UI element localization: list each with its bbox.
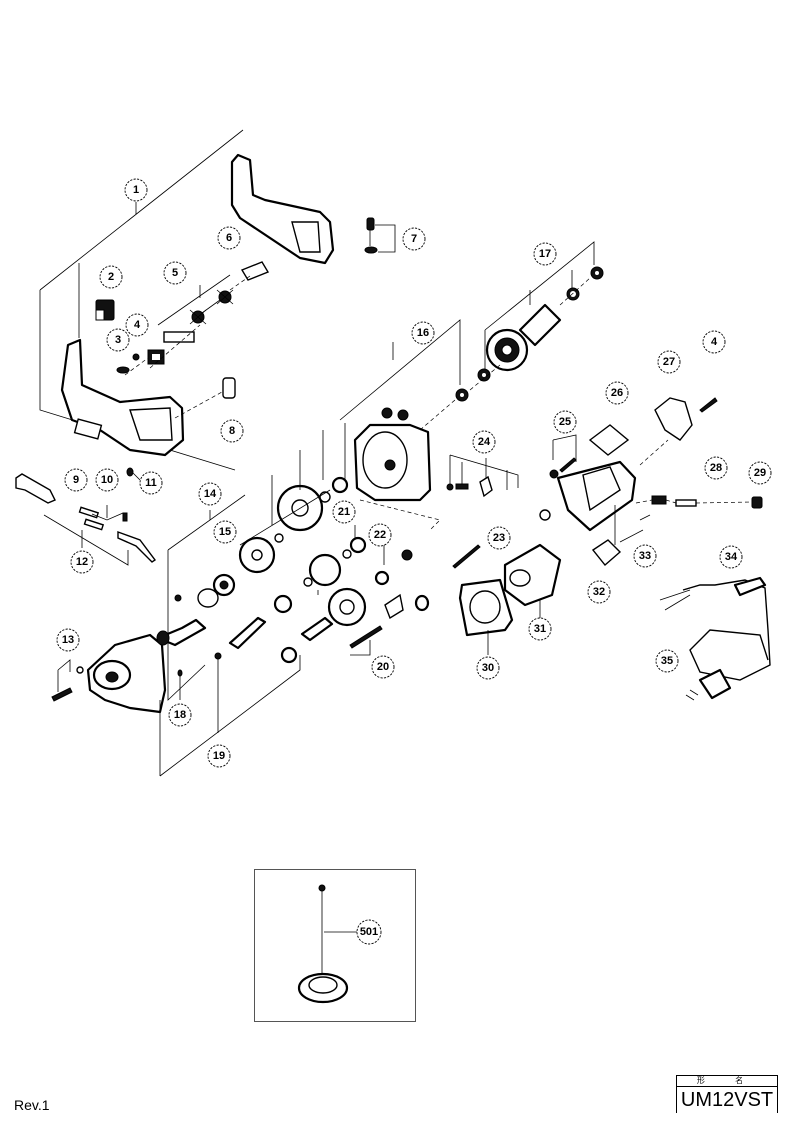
callout-7: 7 bbox=[402, 227, 426, 251]
callout-28: 28 bbox=[704, 456, 728, 480]
callout-27: 27 bbox=[657, 350, 681, 374]
callout-6: 6 bbox=[217, 226, 241, 250]
svg-text:4: 4 bbox=[711, 336, 718, 348]
clamp-group bbox=[15, 473, 157, 566]
callout-34: 34 bbox=[719, 545, 743, 569]
svg-text:32: 32 bbox=[593, 586, 605, 598]
callout-21: 21 bbox=[332, 500, 356, 524]
callout-22: 22 bbox=[368, 523, 392, 547]
callout-10: 10 bbox=[95, 468, 119, 492]
motor-housing-group bbox=[339, 319, 469, 531]
callout-12: 12 bbox=[70, 550, 94, 574]
callout-20: 20 bbox=[371, 655, 395, 679]
svg-text:17: 17 bbox=[539, 248, 551, 260]
svg-text:27: 27 bbox=[663, 356, 675, 368]
mixing-paddle bbox=[297, 884, 358, 1004]
svg-text:21: 21 bbox=[338, 506, 350, 518]
switch-assembly-group bbox=[446, 454, 519, 498]
svg-text:12: 12 bbox=[76, 556, 88, 568]
svg-text:3: 3 bbox=[115, 334, 121, 346]
stator-group bbox=[452, 509, 562, 655]
svg-text:24: 24 bbox=[478, 436, 491, 448]
model-box: 形 名 UM12VST bbox=[676, 1075, 778, 1113]
svg-text:34: 34 bbox=[725, 551, 738, 563]
callout-4: 4 bbox=[125, 313, 149, 337]
svg-text:20: 20 bbox=[377, 661, 389, 673]
callout-9: 9 bbox=[64, 468, 88, 492]
callout-2: 2 bbox=[99, 265, 123, 289]
svg-text:10: 10 bbox=[101, 474, 113, 486]
callout-32: 32 bbox=[587, 580, 611, 604]
callout-17: 17 bbox=[533, 242, 557, 266]
svg-text:30: 30 bbox=[482, 662, 494, 674]
callout-11: 11 bbox=[139, 471, 163, 495]
revision-label: Rev.1 bbox=[14, 1097, 50, 1113]
svg-text:18: 18 bbox=[174, 709, 186, 721]
model-number: UM12VST bbox=[680, 1089, 774, 1111]
svg-text:29: 29 bbox=[754, 467, 766, 479]
callout-31: 31 bbox=[528, 617, 552, 641]
svg-text:5: 5 bbox=[172, 267, 178, 279]
gear-housing-group bbox=[51, 430, 430, 777]
svg-text:4: 4 bbox=[134, 319, 141, 331]
handle-group bbox=[39, 129, 396, 481]
callout-18: 18 bbox=[168, 703, 192, 727]
svg-text:2: 2 bbox=[108, 271, 114, 283]
callout-19: 19 bbox=[207, 744, 231, 768]
callout-14: 14 bbox=[198, 482, 222, 506]
svg-text:22: 22 bbox=[374, 529, 386, 541]
svg-text:501: 501 bbox=[360, 926, 378, 938]
callout-25: 25 bbox=[553, 410, 577, 434]
svg-text:6: 6 bbox=[226, 232, 232, 244]
label-plate bbox=[73, 418, 103, 440]
accessory-box bbox=[254, 869, 416, 1022]
model-header: 形 名 bbox=[677, 1076, 777, 1087]
svg-text:11: 11 bbox=[145, 477, 157, 489]
callout-3: 3 bbox=[106, 328, 130, 352]
svg-text:15: 15 bbox=[219, 526, 231, 538]
callout-501: 501 bbox=[356, 919, 382, 945]
callout-13: 13 bbox=[56, 628, 80, 652]
callout-5: 5 bbox=[163, 261, 187, 285]
callout-26: 26 bbox=[605, 381, 629, 405]
callout-35: 35 bbox=[655, 649, 679, 673]
callout-4-tail: 4 bbox=[702, 330, 726, 354]
callout-1: 1 bbox=[124, 178, 148, 202]
callout-15: 15 bbox=[213, 520, 237, 544]
cord-group bbox=[659, 576, 771, 701]
svg-text:16: 16 bbox=[417, 327, 429, 339]
svg-text:7: 7 bbox=[411, 233, 417, 245]
svg-text:8: 8 bbox=[229, 425, 235, 437]
svg-text:35: 35 bbox=[661, 655, 673, 667]
svg-text:23: 23 bbox=[493, 532, 505, 544]
callout-30: 30 bbox=[476, 656, 500, 680]
svg-text:33: 33 bbox=[639, 550, 651, 562]
callout-16: 16 bbox=[411, 321, 435, 345]
callout-8: 8 bbox=[220, 419, 244, 443]
svg-text:9: 9 bbox=[73, 474, 79, 486]
callout-29: 29 bbox=[748, 461, 772, 485]
svg-text:19: 19 bbox=[213, 750, 225, 762]
armature-group bbox=[469, 241, 604, 391]
svg-text:28: 28 bbox=[710, 462, 722, 474]
svg-text:13: 13 bbox=[62, 634, 74, 646]
svg-text:31: 31 bbox=[534, 623, 546, 635]
svg-text:26: 26 bbox=[611, 387, 623, 399]
svg-text:14: 14 bbox=[204, 488, 217, 500]
svg-text:1: 1 bbox=[133, 184, 139, 196]
svg-text:25: 25 bbox=[559, 416, 571, 428]
tail-cover-group bbox=[549, 397, 763, 567]
callout-23: 23 bbox=[487, 526, 511, 550]
callout-24: 24 bbox=[472, 430, 496, 454]
callout-33: 33 bbox=[633, 544, 657, 568]
